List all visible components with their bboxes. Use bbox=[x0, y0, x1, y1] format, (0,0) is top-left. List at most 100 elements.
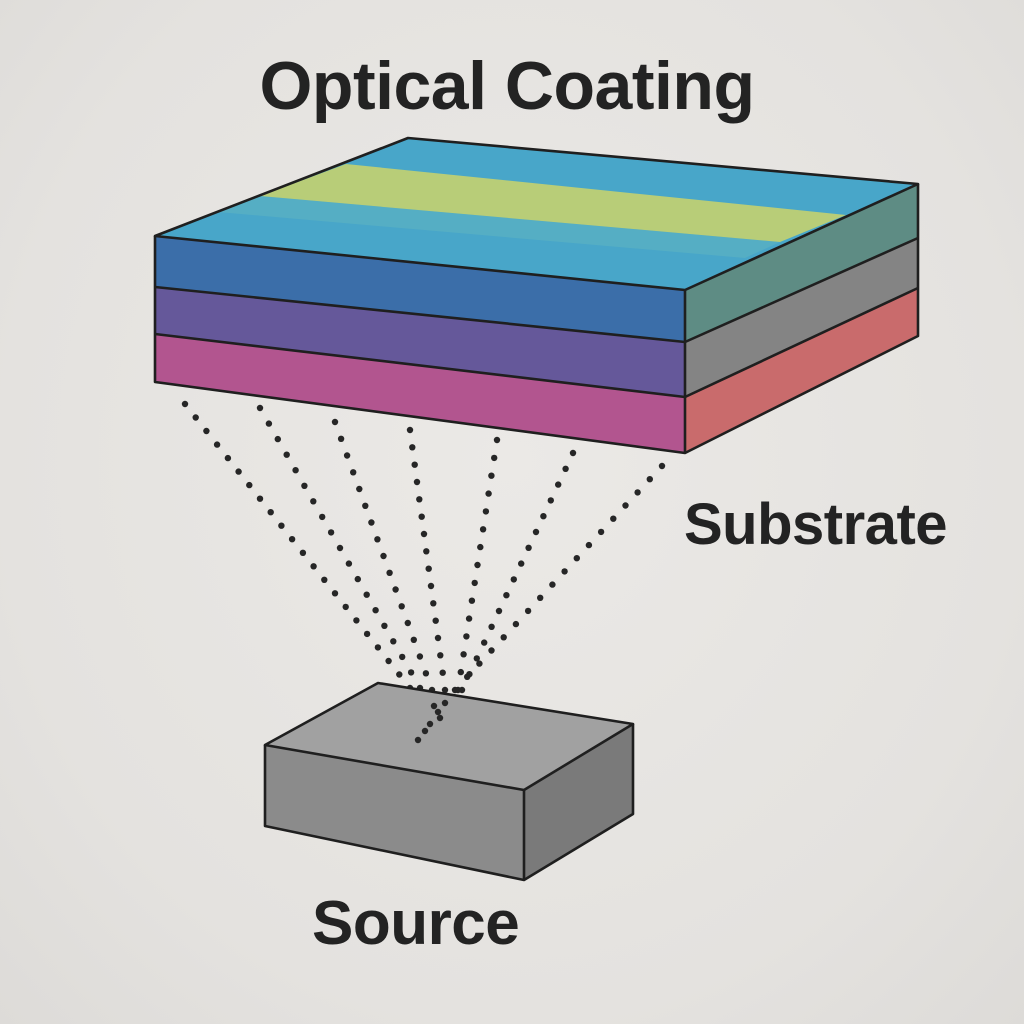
deposition-dot bbox=[310, 498, 317, 505]
deposition-dot bbox=[353, 617, 360, 624]
deposition-dot bbox=[321, 576, 328, 583]
deposition-dot bbox=[278, 522, 285, 529]
coating-outlines bbox=[153, 136, 920, 455]
deposition-dot bbox=[569, 449, 577, 457]
deposition-dot bbox=[473, 655, 480, 662]
deposition-dot bbox=[413, 478, 421, 486]
deposition-dot bbox=[416, 496, 423, 503]
deposition-dot bbox=[301, 482, 308, 489]
deposition-dot bbox=[368, 519, 375, 526]
deposition-dot bbox=[416, 653, 424, 660]
deposition-dot bbox=[426, 720, 434, 728]
deposition-dot bbox=[465, 615, 473, 622]
deposition-dot bbox=[414, 736, 422, 744]
substrate-label: Substrate bbox=[684, 492, 948, 557]
deposition-dot bbox=[423, 548, 430, 555]
coating-side-salmon bbox=[685, 288, 918, 453]
deposition-dot bbox=[547, 497, 554, 504]
deposition-dot bbox=[468, 597, 476, 604]
deposition-dot bbox=[436, 714, 444, 722]
deposition-dot bbox=[192, 414, 199, 421]
deposition-dot bbox=[610, 515, 617, 522]
deposition-dot bbox=[256, 404, 264, 412]
deposition-dot bbox=[411, 461, 418, 468]
deposition-dot bbox=[439, 669, 446, 676]
deposition-dot bbox=[181, 400, 189, 408]
deposition-dot bbox=[362, 502, 369, 509]
deposition-dot bbox=[337, 435, 345, 442]
deposition-dot bbox=[288, 536, 296, 543]
deposition-dot bbox=[292, 467, 299, 474]
deposition-dot bbox=[658, 462, 666, 470]
deposition-dot bbox=[409, 444, 416, 451]
deposition-dot bbox=[425, 565, 432, 572]
deposition-dot bbox=[398, 603, 405, 610]
deposition-dot bbox=[471, 579, 478, 587]
source-outlines bbox=[263, 681, 635, 882]
coating-side-grey bbox=[685, 238, 918, 397]
deposition-dot bbox=[597, 528, 605, 536]
deposition-dot bbox=[491, 454, 498, 462]
deposition-dot bbox=[585, 541, 593, 549]
deposition-dot bbox=[342, 603, 349, 611]
deposition-dot bbox=[488, 647, 495, 654]
deposition-dot bbox=[488, 472, 495, 479]
deposition-dot bbox=[283, 451, 290, 458]
deposition-dot bbox=[477, 543, 484, 551]
deposition-dot bbox=[374, 536, 381, 543]
deposition-dot bbox=[500, 634, 507, 641]
coating-top-stripe-light bbox=[218, 196, 780, 258]
deposition-dot bbox=[460, 651, 467, 658]
deposition-dot bbox=[430, 702, 438, 710]
coating-stack bbox=[153, 136, 920, 455]
deposition-dot bbox=[406, 426, 414, 434]
deposition-dot bbox=[256, 495, 264, 502]
deposition-dot bbox=[356, 485, 363, 493]
deposition-dot bbox=[418, 513, 425, 520]
deposition-dot bbox=[485, 490, 492, 497]
deposition-dot bbox=[451, 686, 459, 694]
diagram-title: Optical Coating bbox=[259, 48, 755, 124]
deposition-dot bbox=[634, 489, 641, 496]
deposition-dot bbox=[386, 569, 393, 576]
deposition-dot bbox=[345, 560, 353, 567]
deposition-dot bbox=[561, 568, 568, 575]
deposition-dot bbox=[407, 669, 415, 676]
deposition-dot bbox=[512, 620, 520, 628]
deposition-dot bbox=[482, 508, 490, 515]
deposition-dot bbox=[432, 617, 439, 624]
deposition-dot bbox=[474, 561, 481, 569]
deposition-dot bbox=[457, 668, 464, 676]
deposition-dot bbox=[396, 671, 403, 678]
source-block bbox=[263, 681, 635, 882]
deposition-dot bbox=[549, 581, 556, 588]
deposition-dot bbox=[404, 619, 411, 627]
deposition-dot bbox=[555, 481, 562, 488]
deposition-stream bbox=[181, 400, 666, 694]
deposition-dot bbox=[488, 623, 495, 630]
coating-front-purple bbox=[155, 287, 685, 397]
coating-top-stripe-yellow bbox=[260, 164, 846, 242]
deposition-dot bbox=[363, 591, 370, 598]
deposition-dot bbox=[213, 441, 221, 448]
deposition-dot bbox=[385, 657, 392, 665]
deposition-dot bbox=[372, 607, 379, 614]
deposition-dot bbox=[331, 418, 339, 426]
deposition-dot bbox=[463, 633, 470, 640]
deposition-dot bbox=[493, 436, 501, 444]
deposition-dot bbox=[354, 575, 361, 583]
deposition-dot bbox=[310, 563, 317, 570]
deposition-dot bbox=[434, 634, 442, 642]
deposition-dot bbox=[336, 544, 344, 552]
deposition-dot bbox=[299, 549, 307, 556]
deposition-dot bbox=[374, 644, 382, 651]
deposition-dot bbox=[224, 454, 232, 462]
deposition-dot bbox=[422, 670, 430, 677]
deposition-dot bbox=[410, 636, 417, 643]
deposition-dot bbox=[476, 660, 483, 667]
deposition-dot bbox=[441, 686, 449, 694]
deposition-dot bbox=[390, 638, 397, 645]
deposition-dot bbox=[525, 544, 532, 551]
deposition-dot bbox=[441, 699, 449, 707]
